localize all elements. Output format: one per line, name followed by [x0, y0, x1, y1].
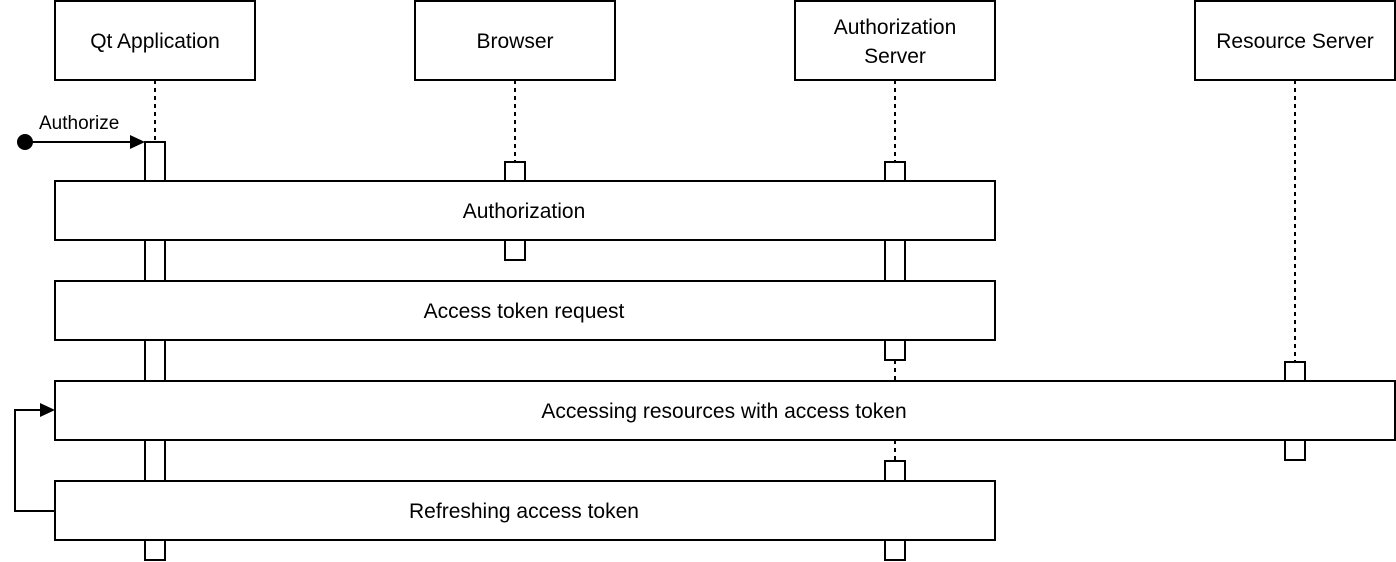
participant-label-resource-server: Resource Server: [1216, 30, 1374, 53]
participant-label-authorization-server-line-1: Authorization: [834, 16, 957, 39]
participant-browser: [414, 0, 616, 81]
participant-label-browser: Browser: [476, 30, 553, 53]
participant-authorization-server: [794, 0, 996, 81]
fragment-accessing-resources: [54, 380, 1396, 441]
participant-label-qt-application: Qt Application: [90, 30, 220, 53]
fragment-authorization: [54, 180, 996, 241]
fragment-access-token-request: [54, 280, 996, 341]
participant-resource-server: [1194, 0, 1396, 81]
refresh-loop-arrowhead: [40, 403, 55, 417]
fragment-label-authorization: Authorization: [463, 200, 586, 223]
fragment-label-accessing-resources: Accessing resources with access token: [541, 400, 906, 423]
fragment-refreshing-access-token: [54, 480, 996, 541]
participant-label-authorization-server-line-2: Server: [864, 45, 926, 68]
refresh-loop-connector: [14, 409, 55, 512]
fragment-label-access-token-request: Access token request: [424, 300, 625, 323]
fragment-label-refreshing-access-token: Refreshing access token: [409, 500, 639, 523]
authorize-arrowhead: [130, 135, 145, 149]
participant-qt-application: [54, 0, 256, 81]
activation-qt-application: [144, 141, 166, 561]
authorize-label: Authorize: [39, 113, 119, 134]
